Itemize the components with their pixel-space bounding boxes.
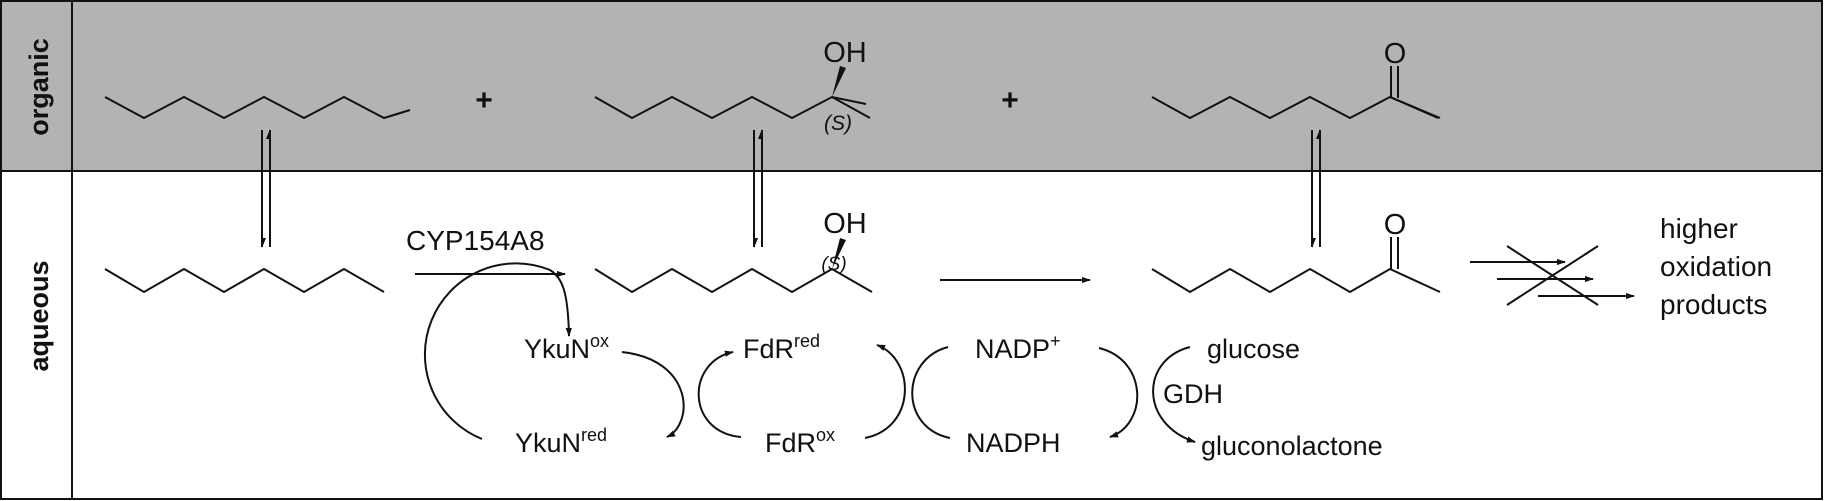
organic-octanone <box>1151 95 1439 120</box>
fdr-red-base: FdR <box>743 334 794 364</box>
organic-octanone-tail <box>1389 96 1441 119</box>
gluconolactone-label: gluconolactone <box>1201 431 1383 461</box>
aqueous-carbonyl-o: O <box>1384 209 1407 241</box>
products-line-3: products <box>1660 289 1767 320</box>
aqueous-octanol-chain <box>594 267 873 294</box>
fdr-ox-base: FdR <box>765 428 816 458</box>
fdr-red-sup: red <box>794 331 820 351</box>
aqueous-stereo-descriptor: (S) <box>821 254 846 275</box>
gdh-label: GDH <box>1163 379 1223 409</box>
enzyme-label: CYP154A8 <box>406 225 545 256</box>
organic-band <box>1 1 1822 171</box>
nadp-gdh-coupling-left <box>1098 347 1139 438</box>
fdr-nadp-coupling-left <box>864 344 906 439</box>
ykun-red-label: YkuNred <box>515 425 607 458</box>
organic-label: organic <box>24 38 54 136</box>
products-line-2: oxidation <box>1660 251 1772 282</box>
organic-hydroxyl: OH <box>823 37 867 69</box>
organic-stereo-descriptor: (S) <box>824 112 852 135</box>
fdr-red-label: FdRred <box>743 331 820 364</box>
nadp-base: NADP <box>975 334 1050 364</box>
ykun-red-base: YkuN <box>515 428 581 458</box>
ykun-ox-base: YkuN <box>524 334 590 364</box>
ykun-red-sup: red <box>581 425 607 445</box>
ykun-fdr-coupling-left <box>621 351 685 438</box>
aqueous-label: aqueous <box>24 260 54 371</box>
nadph-label: NADPH <box>966 428 1061 458</box>
ykun-ox-label: YkuNox <box>524 331 609 364</box>
organic-octane <box>104 95 411 120</box>
organic-plus-2: + <box>1001 84 1019 117</box>
ykun-ox-sup: ox <box>590 331 609 351</box>
aqueous-octanone <box>1151 267 1441 294</box>
fdr-ox-label: FdRox <box>765 425 835 458</box>
fdr-nadp-coupling-right <box>911 346 951 439</box>
products-line-1: higher <box>1660 213 1738 244</box>
organic-carbonyl-o: O <box>1384 38 1407 70</box>
cross-line-2 <box>1506 245 1599 306</box>
organic-octanol-chain <box>594 95 867 120</box>
aqueous-hydroxyl: OH <box>823 208 867 240</box>
ykun-fdr-coupling-right <box>697 350 742 438</box>
nadp-gdh-coupling-right <box>1152 346 1196 443</box>
ykun-cycle-arc <box>423 262 572 440</box>
organic-wedge <box>832 66 846 97</box>
organic-octanol-end <box>831 96 871 119</box>
fdr-ox-sup: ox <box>816 425 835 445</box>
aqueous-wedge <box>832 238 846 269</box>
glucose-label: glucose <box>1207 334 1300 364</box>
nadp-label: NADP+ <box>975 331 1061 364</box>
nadp-sup: + <box>1050 331 1061 351</box>
organic-plus-1: + <box>475 84 493 117</box>
aqueous-band <box>1 171 1822 500</box>
aqueous-octane <box>104 267 385 294</box>
